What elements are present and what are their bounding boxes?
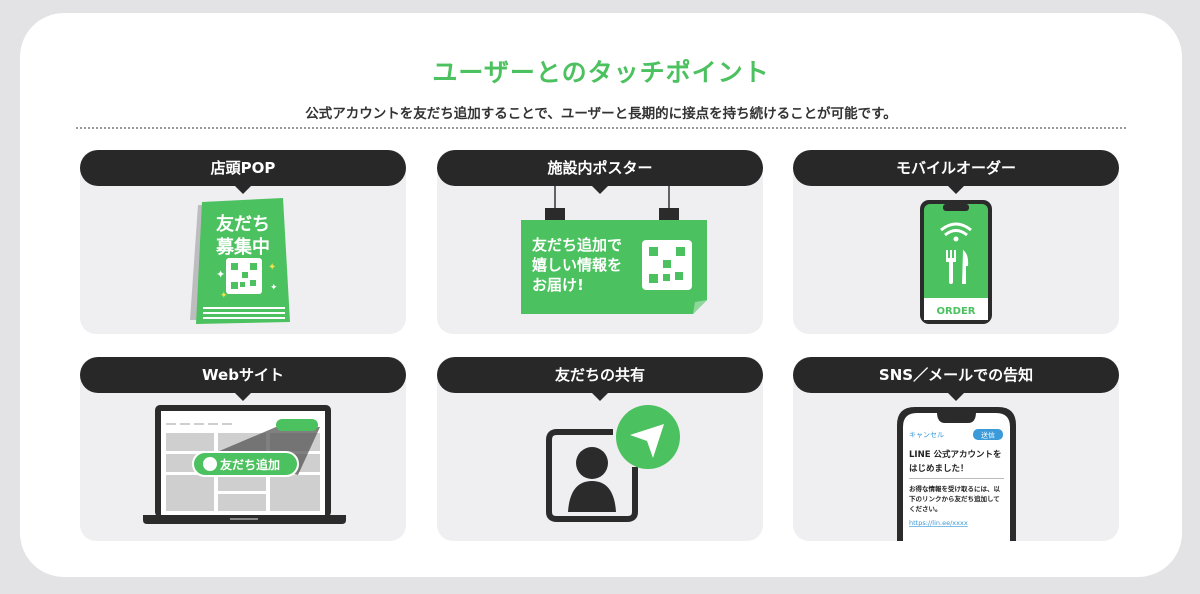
card-label: Webサイト (80, 357, 406, 401)
table-pop-stand-icon: 友だち 募集中 ✦ ✦ ✦ ✦ (190, 198, 290, 324)
svg-text:嬉しい情報を: 嬉しい情報を (531, 256, 622, 274)
svg-text:お届け!: お届け! (532, 276, 584, 294)
card-store-pop: 店頭POP 友だち 募集中 ✦ ✦ ✦ ✦ (80, 150, 406, 334)
svg-text:キャンセル: キャンセル (909, 431, 944, 439)
svg-text:LINE 公式アカウントを: LINE 公式アカウントを (909, 449, 1001, 460)
card-friend-share: 友だちの共有 (437, 357, 763, 541)
svg-text:下のリンクから友だち追加して: 下のリンクから友だち追加して (909, 494, 1000, 503)
phone-email-icon: キャンセル 送信 LINE 公式アカウントを はじめました！ お得な情報を受け取… (897, 407, 1016, 541)
svg-text:https://lin.ee/xxxx: https://lin.ee/xxxx (909, 519, 968, 527)
page-title: ユーザーとのタッチポイント (432, 58, 770, 87)
card-sns-email: SNS／メールでの告知 キャンセル 送信 LINE 公式アカウントを はじめまし… (793, 357, 1119, 541)
dotted-divider (76, 127, 1126, 129)
svg-text:✦: ✦ (268, 262, 276, 273)
card-label: 友だちの共有 (437, 357, 763, 401)
hanging-poster-icon: 友だち追加で 嬉しい情報を お届け! (521, 186, 707, 314)
card-facility-poster: 施設内ポスター 友だち追加で 嬉しい情報を お届け! (437, 150, 763, 334)
card-mobile-order: モバイルオーダー ORDER (793, 150, 1119, 334)
card-label: 店頭POP (80, 150, 406, 194)
mobile-order-phone-icon: ORDER (920, 200, 992, 324)
svg-text:友だち追加: 友だち追加 (219, 457, 280, 472)
page-subtitle: 公式アカウントを友だち追加することで、ユーザーと長期的に接点を持ち続けることが可… (305, 106, 897, 122)
svg-text:✦: ✦ (270, 283, 278, 293)
card-label: SNS／メールでの告知 (793, 357, 1119, 401)
share-contact-icon (546, 405, 680, 522)
svg-text:✦: ✦ (216, 268, 225, 281)
svg-text:募集中: 募集中 (215, 236, 270, 258)
svg-text:はじめました！: はじめました！ (909, 463, 969, 474)
card-label: モバイルオーダー (793, 150, 1119, 194)
svg-text:✦: ✦ (220, 291, 228, 301)
svg-text:ORDER: ORDER (936, 306, 975, 317)
laptop-website-icon: 友だち追加 (143, 405, 346, 524)
svg-text:送信: 送信 (981, 431, 995, 440)
svg-text:友だち: 友だち (216, 213, 270, 235)
svg-text:友だち追加で: 友だち追加で (532, 236, 622, 254)
svg-text:お得な情報を受け取るには、以: お得な情報を受け取るには、以 (909, 484, 1001, 493)
card-website: Webサイト 友だち追加 (80, 357, 406, 541)
svg-text:ください。: ください。 (909, 505, 942, 513)
card-label: 施設内ポスター (437, 150, 763, 194)
